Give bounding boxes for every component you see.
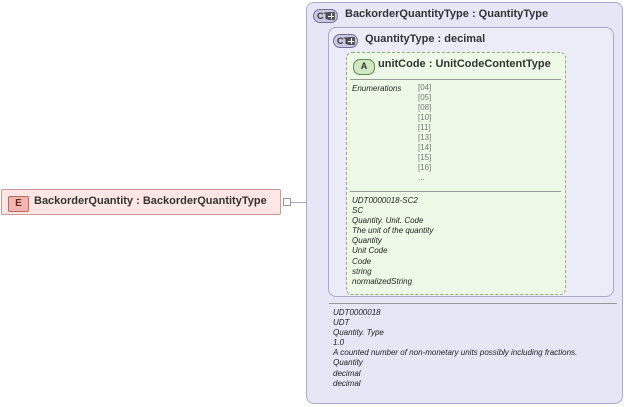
enumeration-item: [16] [418,163,432,172]
enumeration-item: [05] [418,93,432,102]
attribute-title: unitCode : UnitCodeContentType [378,58,551,70]
enumeration-item: [10] [418,113,432,122]
complex-type-outer-title: BackorderQuantityType : QuantityType [345,8,549,20]
complex-type-inner-title: QuantityType : decimal [365,33,486,45]
collapse-toggle[interactable] [283,198,291,206]
expand-icon [347,37,355,45]
complex-type-badge: CT [333,34,358,48]
attribute-badge: A [353,59,375,75]
separator [350,79,561,80]
enumeration-item: ... [418,173,425,182]
element-box[interactable]: E BackorderQuantity : BackorderQuantityT… [1,189,281,215]
attribute-doc: UDT0000018-SC2 SC Quantity. Unit. Code T… [352,196,434,286]
attribute-box[interactable]: A unitCode : UnitCodeContentType Enumera… [346,52,566,295]
enumerations-list: [04] [05] [08] [10] [11] [13] [14] [15] … [418,83,431,183]
element-title: BackorderQuantity : BackorderQuantityTyp… [34,195,267,207]
enumerations-label: Enumerations [352,84,402,93]
complex-type-badge: CT [313,9,338,23]
separator [329,303,617,304]
enumeration-item: [04] [418,83,432,92]
element-badge: E [8,196,29,212]
enumeration-item: [14] [418,143,432,152]
separator [350,191,561,192]
enumeration-item: [08] [418,103,432,112]
expand-icon [327,12,335,20]
complex-type-outer-doc: UDT0000018 UDT Quantity. Type 1.0 A coun… [333,308,578,388]
enumeration-item: [11] [418,123,431,132]
enumeration-item: [13] [418,133,432,142]
enumeration-item: [15] [418,153,432,162]
